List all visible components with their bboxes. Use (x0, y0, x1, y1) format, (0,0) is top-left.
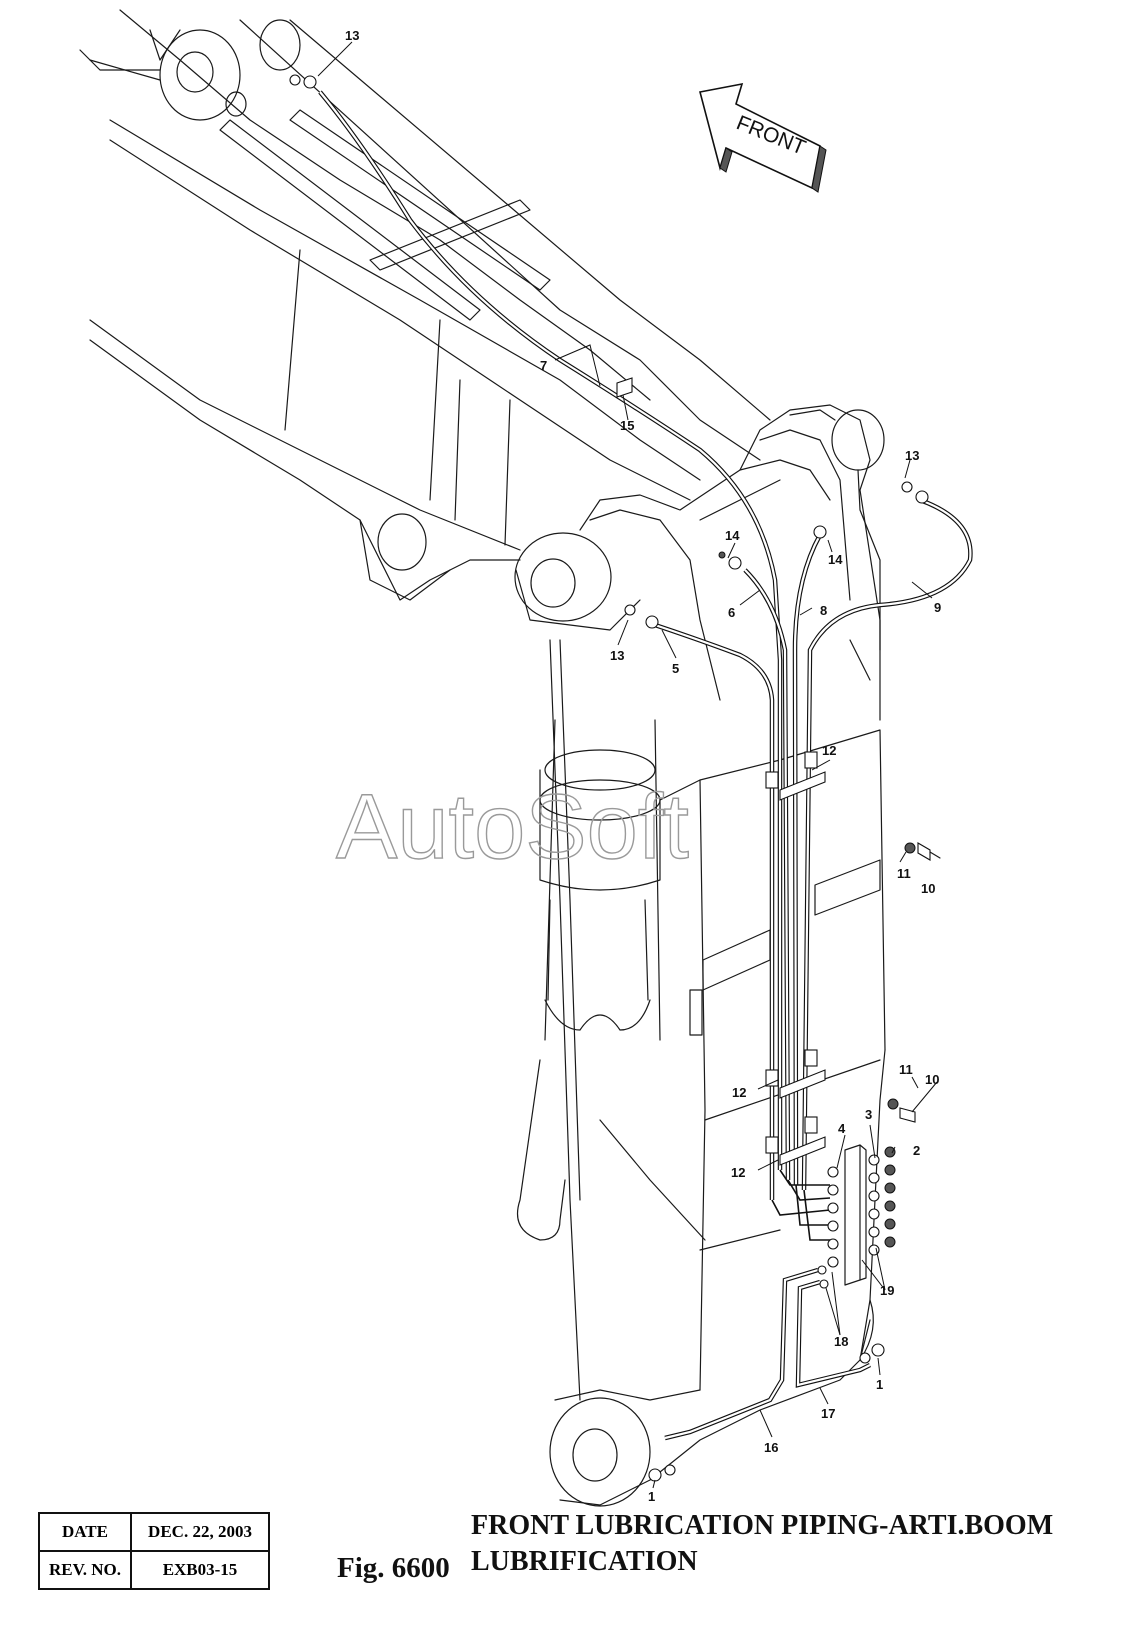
pivot-hub (514, 404, 885, 721)
callout-3: 3 (865, 1107, 872, 1122)
upper-boom-arm (79, 9, 771, 601)
callout-10: 10 (925, 1072, 939, 1087)
callout-13: 13 (905, 448, 919, 463)
callout-13: 13 (345, 28, 359, 43)
grease-block (648, 1144, 896, 1482)
revision-row: REV. NO. EXB03-15 (38, 1550, 270, 1590)
title-block-table: DATE DEC. 22, 2003 REV. NO. EXB03-15 (38, 1512, 270, 1590)
clamps (765, 751, 941, 1166)
callout-8: 8 (820, 603, 827, 618)
callout-15: 15 (620, 418, 634, 433)
callout-18: 18 (834, 1334, 848, 1349)
callout-19: 19 (880, 1283, 894, 1298)
callout-11: 11 (899, 1062, 913, 1077)
lower-boom (516, 639, 886, 1507)
callout-6: 6 (728, 605, 735, 620)
revision-label: REV. NO. (38, 1550, 132, 1590)
grease-pipes (318, 90, 973, 1441)
callout-14: 14 (828, 552, 843, 567)
callout-9: 9 (934, 600, 941, 615)
callout-leaders (317, 41, 938, 1489)
date-row: DATE DEC. 22, 2003 (38, 1512, 270, 1552)
front-arrow: FRONT (699, 82, 827, 193)
callout-5: 5 (672, 661, 679, 676)
watermark-text: AutoSoft (336, 776, 689, 878)
callout-4: 4 (838, 1121, 846, 1136)
figure-title: FRONT LUBRICATION PIPING-ARTI.BOOM LUBRI… (471, 1508, 1053, 1580)
callout-numbers: 13 7 15 13 14 14 6 8 9 13 5 12 11 10 11 … (345, 28, 941, 1504)
callout-17: 17 (821, 1406, 835, 1421)
callout-12: 12 (731, 1165, 745, 1180)
callout-1: 1 (876, 1377, 883, 1392)
callout-7: 7 (540, 358, 547, 373)
callout-12: 12 (822, 743, 836, 758)
callout-11: 11 (897, 866, 911, 881)
callout-2: 2 (913, 1143, 920, 1158)
callout-14: 14 (725, 528, 740, 543)
figure-number: Fig. 6600 (337, 1552, 450, 1584)
date-value: DEC. 22, 2003 (130, 1512, 270, 1552)
callout-12: 12 (732, 1085, 746, 1100)
date-label: DATE (38, 1512, 132, 1552)
nipple-fittings (289, 74, 929, 629)
revision-value: EXB03-15 (130, 1550, 270, 1590)
figure-title-line-1: FRONT LUBRICATION PIPING-ARTI.BOOM (471, 1510, 1054, 1541)
callout-1: 1 (648, 1489, 655, 1504)
callout-13: 13 (610, 648, 624, 663)
callout-16: 16 (764, 1440, 778, 1455)
figure-title-line-2: LUBRIFICATION (471, 1546, 698, 1577)
callout-10: 10 (921, 881, 935, 896)
